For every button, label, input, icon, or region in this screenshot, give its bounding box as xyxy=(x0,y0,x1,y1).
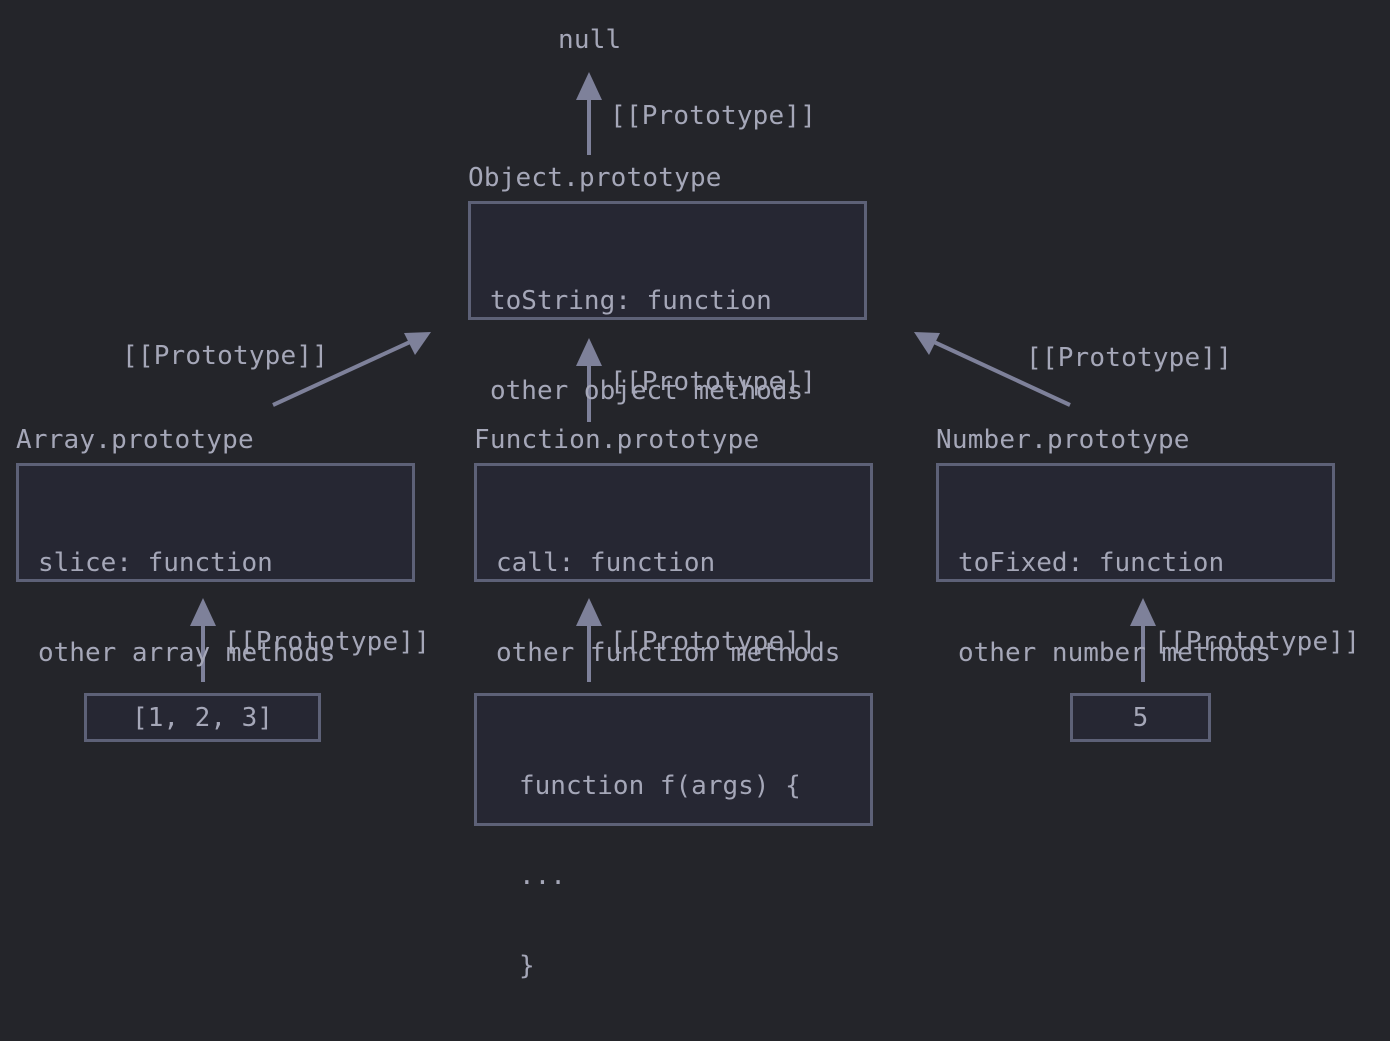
number-prototype-line: other number methods xyxy=(958,638,1272,668)
arrow-number-to-object xyxy=(914,332,1071,407)
object-prototype-box: toString: function other object methods xyxy=(468,201,867,406)
array-prototype-title: Array.prototype xyxy=(16,425,254,455)
array-instance-text: [1, 2, 3] xyxy=(132,703,273,733)
arrow-function-instance xyxy=(576,598,602,682)
arrow-function-to-object xyxy=(576,338,602,422)
prototype-label-number-instance: [[Prototype]] xyxy=(1154,627,1361,657)
function-instance-line: ... xyxy=(519,861,566,891)
function-instance-line: function f(args) { xyxy=(519,771,801,801)
array-prototype-line: other array methods xyxy=(38,638,336,668)
arrow-array-to-object xyxy=(272,332,431,407)
prototype-label-array: [[Prototype]] xyxy=(122,341,329,371)
object-prototype-title: Object.prototype xyxy=(468,163,722,193)
arrow-number-instance xyxy=(1130,598,1156,682)
function-prototype-line: call: function xyxy=(496,548,716,578)
null-label: null xyxy=(558,25,622,55)
prototype-label-function-instance: [[Prototype]] xyxy=(610,627,817,657)
prototype-label-number: [[Prototype]] xyxy=(1026,343,1233,373)
prototype-label-object-null: [[Prototype]] xyxy=(610,101,817,131)
arrows-layer xyxy=(190,72,1156,682)
arrow-array-instance xyxy=(190,598,216,682)
prototype-label-function: [[Prototype]] xyxy=(610,367,817,397)
object-prototype-line: other object methods xyxy=(490,376,804,406)
function-instance-line: } xyxy=(519,951,535,981)
array-prototype-box: slice: function other array methods xyxy=(16,463,415,668)
array-instance-box: [1, 2, 3] xyxy=(84,693,321,742)
number-prototype-box: toFixed: function other number methods xyxy=(936,463,1335,668)
number-instance-text: 5 xyxy=(1132,703,1149,733)
array-prototype-line: slice: function xyxy=(38,548,273,578)
number-prototype-title: Number.prototype xyxy=(936,425,1190,455)
function-prototype-line: other function methods xyxy=(496,638,841,668)
object-prototype-line: toString: function xyxy=(490,286,772,316)
number-prototype-line: toFixed: function xyxy=(958,548,1225,578)
function-prototype-title: Function.prototype xyxy=(474,425,760,455)
arrow-object-to-null xyxy=(576,72,602,155)
number-instance-box: 5 xyxy=(1070,693,1211,742)
function-instance-box: function f(args) { ... } xyxy=(474,693,873,981)
function-prototype-box: call: function other function methods xyxy=(474,463,873,668)
prototype-label-array-instance: [[Prototype]] xyxy=(224,627,431,657)
